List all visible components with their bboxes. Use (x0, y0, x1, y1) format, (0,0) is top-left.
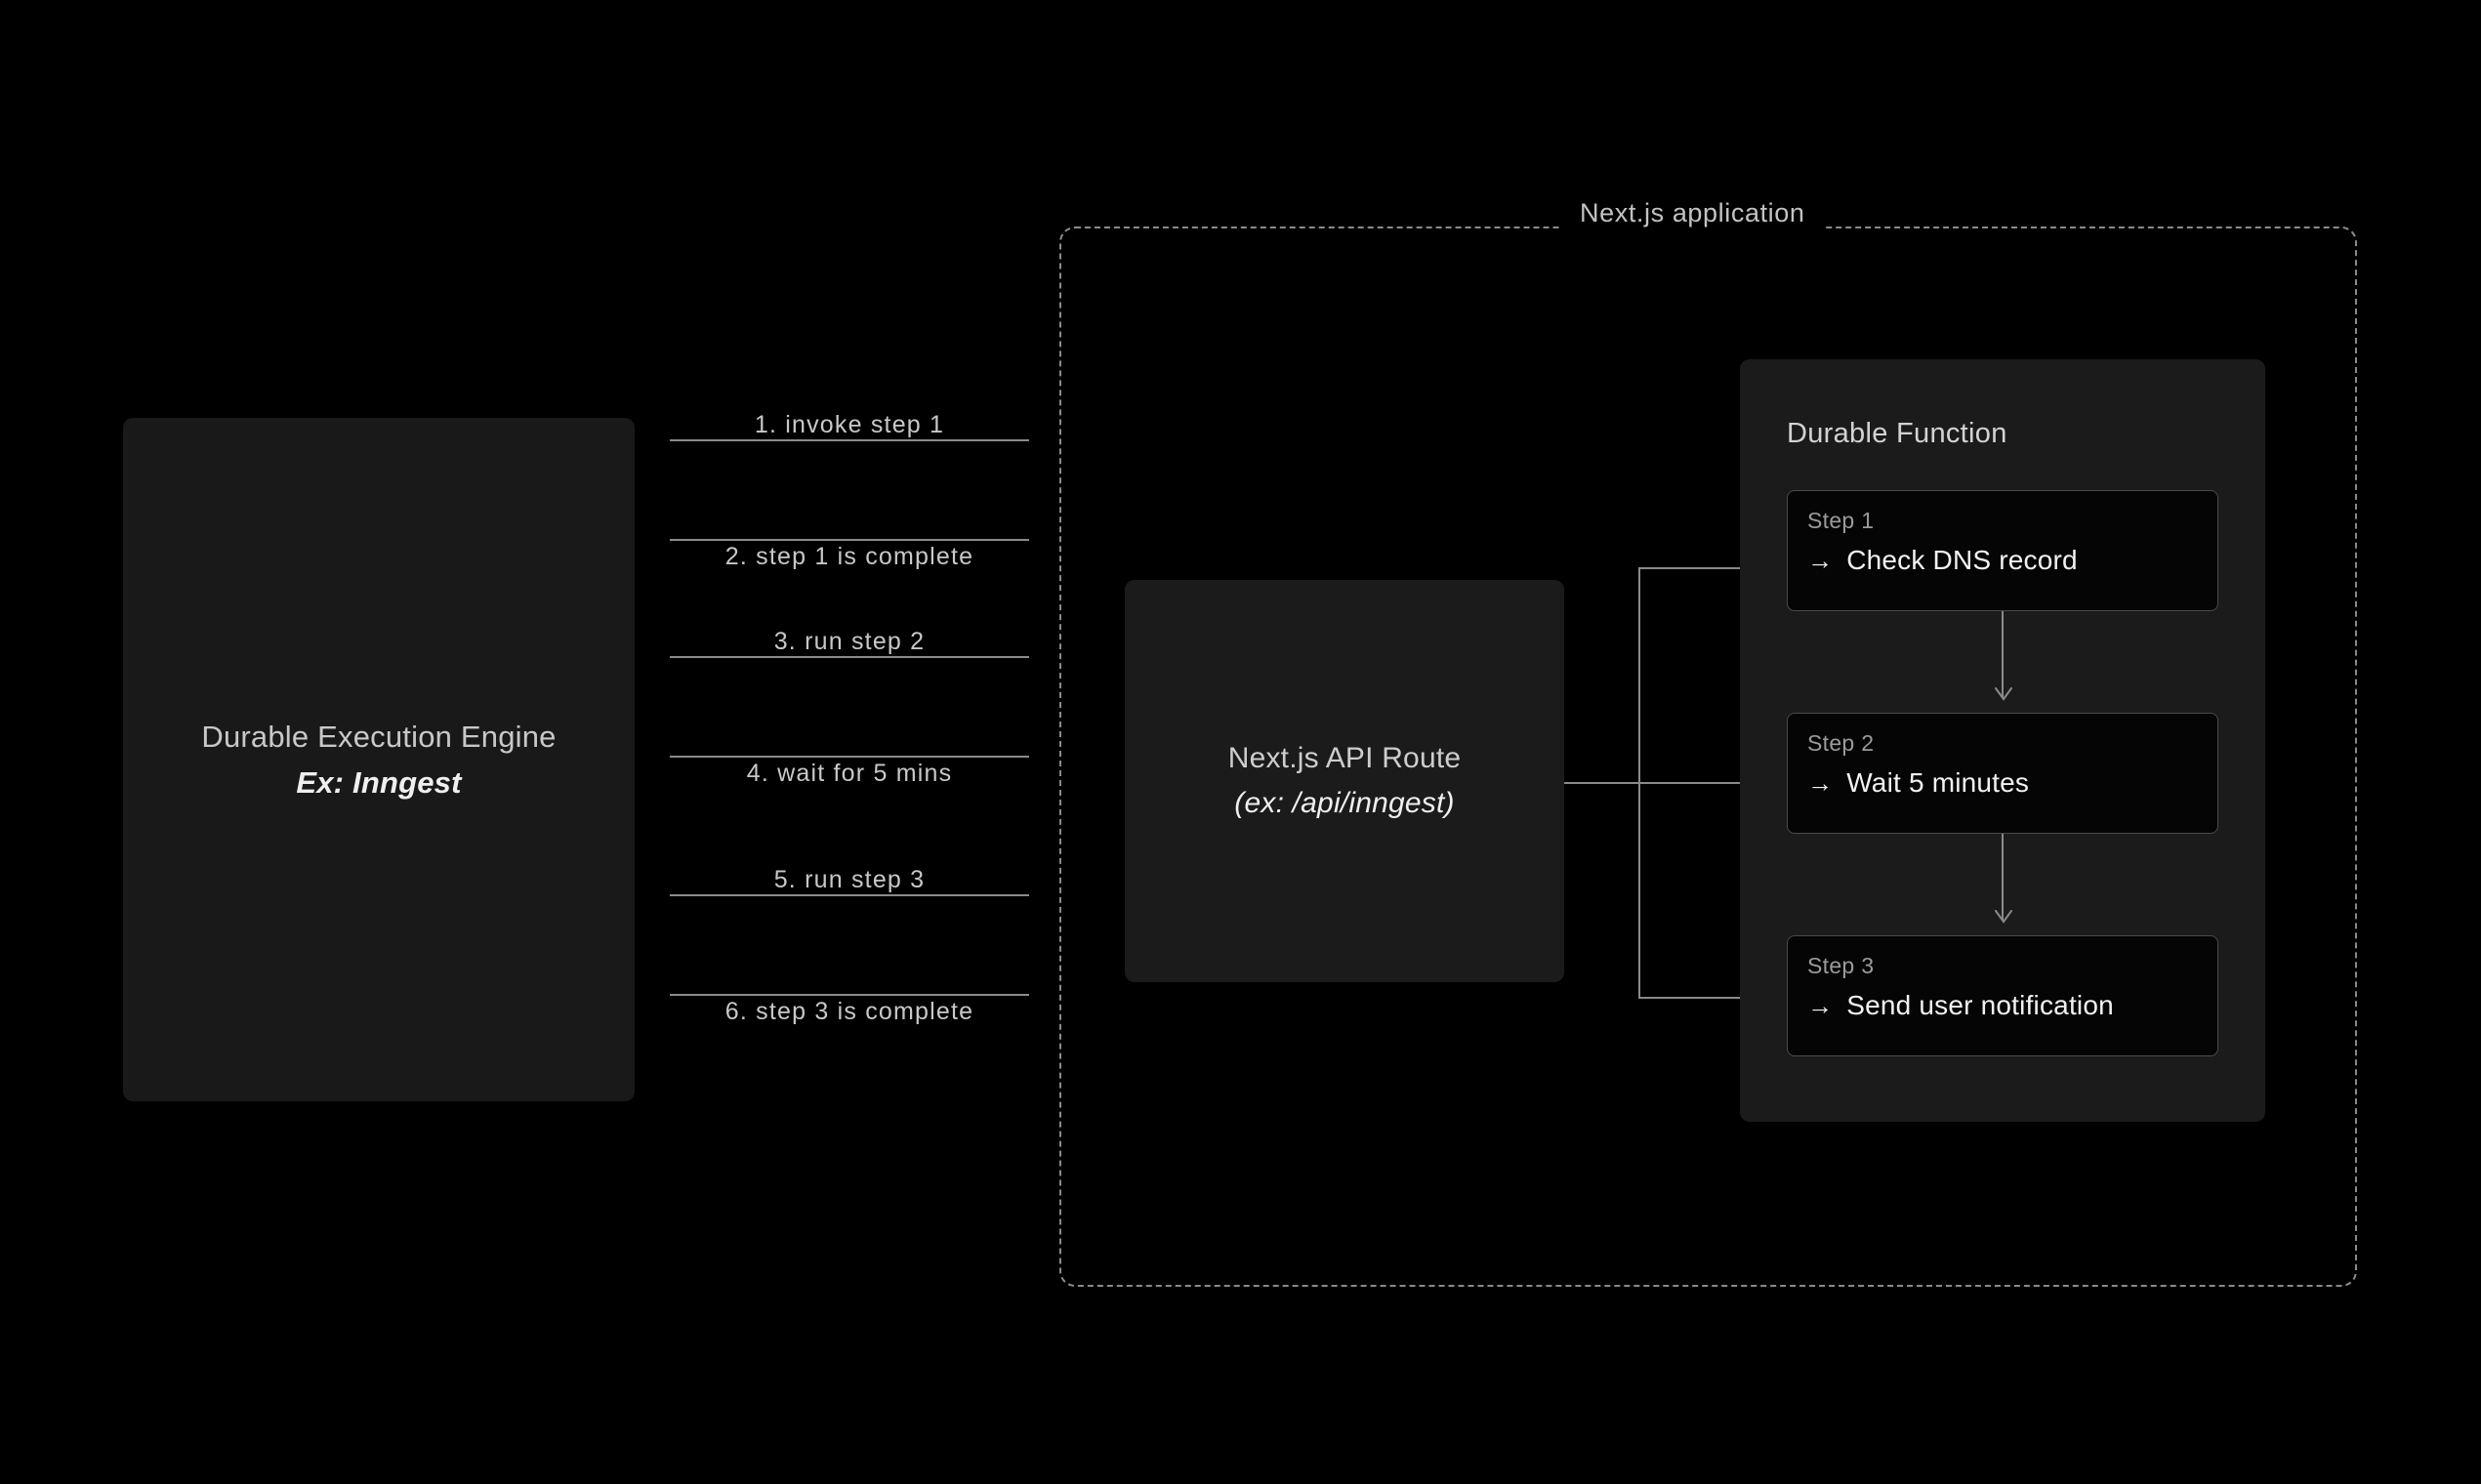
step-action: → Send user notification (1807, 990, 2114, 1021)
message-row: 5. run step 3 (670, 866, 1029, 926)
message-line (670, 439, 1029, 441)
durable-function-panel: Durable Function Step 1 → Check DNS reco… (1740, 359, 2265, 1122)
message-pair-3: 5. run step 3 6. step 3 is complete (670, 866, 1029, 1025)
step-action-text: Check DNS record (1846, 545, 2078, 575)
message-label: 4. wait for 5 mins (746, 760, 953, 787)
message-line (670, 656, 1029, 658)
message-label: 6. step 3 is complete (724, 998, 974, 1025)
arrowhead-down-icon (1995, 910, 2012, 924)
arrowhead-down-icon (1995, 687, 2012, 701)
message-line (670, 756, 1029, 758)
nextjs-application-label: Next.js application (1562, 198, 1823, 228)
connector-vertical-trunk (1638, 568, 1640, 998)
api-route-path: (ex: /api/inngest) (1234, 787, 1455, 819)
arrow-right-icon: → (1807, 768, 1834, 798)
message-label: 5. run step 3 (773, 866, 926, 893)
step-card-3[interactable]: Step 3 → Send user notification (1787, 935, 2218, 1056)
message-pair-1: 1. invoke step 1 2. step 1 is complete (670, 411, 1029, 570)
engine-title: Durable Execution Engine (201, 719, 557, 754)
message-label: 1. invoke step 1 (754, 411, 945, 438)
connector-branch-step-1 (1638, 567, 1785, 569)
message-row: 4. wait for 5 mins (670, 730, 1029, 787)
connector-main-horizontal (1550, 782, 1785, 784)
message-pair-2: 3. run step 2 4. wait for 5 mins (670, 628, 1029, 787)
step-action-text: Wait 5 minutes (1846, 767, 2030, 798)
arrow-right-icon: → (1807, 991, 1834, 1020)
message-row: 2. step 1 is complete (670, 514, 1029, 570)
step-flow-connector-2 (2002, 834, 2004, 920)
message-label: 3. run step 2 (773, 628, 926, 655)
message-line (670, 894, 1029, 896)
step-action-text: Send user notification (1846, 990, 2114, 1020)
message-row: 6. step 3 is complete (670, 969, 1029, 1025)
nextjs-api-route-box: Next.js API Route (ex: /api/inngest) (1125, 580, 1564, 982)
message-line (670, 994, 1029, 996)
message-row: 3. run step 2 (670, 628, 1029, 687)
durable-execution-engine-box: Durable Execution Engine Ex: Inngest (123, 418, 635, 1101)
connector-branch-step-3 (1638, 997, 1785, 999)
step-label: Step 2 (1807, 730, 1875, 756)
engine-subtitle: Ex: Inngest (296, 764, 462, 800)
message-line (670, 539, 1029, 541)
message-row: 1. invoke step 1 (670, 411, 1029, 471)
step-flow-connector-1 (2002, 611, 2004, 697)
step-action: → Check DNS record (1807, 545, 2078, 576)
step-action: → Wait 5 minutes (1807, 767, 2029, 799)
message-label: 2. step 1 is complete (724, 543, 974, 570)
step-card-2[interactable]: Step 2 → Wait 5 minutes (1787, 713, 2218, 834)
api-route-title: Next.js API Route (1227, 742, 1462, 774)
step-label: Step 3 (1807, 953, 1875, 978)
arrow-right-icon: → (1807, 546, 1834, 575)
step-label: Step 1 (1807, 508, 1875, 533)
step-card-1[interactable]: Step 1 → Check DNS record (1787, 490, 2218, 611)
durable-function-title: Durable Function (1787, 418, 2007, 449)
